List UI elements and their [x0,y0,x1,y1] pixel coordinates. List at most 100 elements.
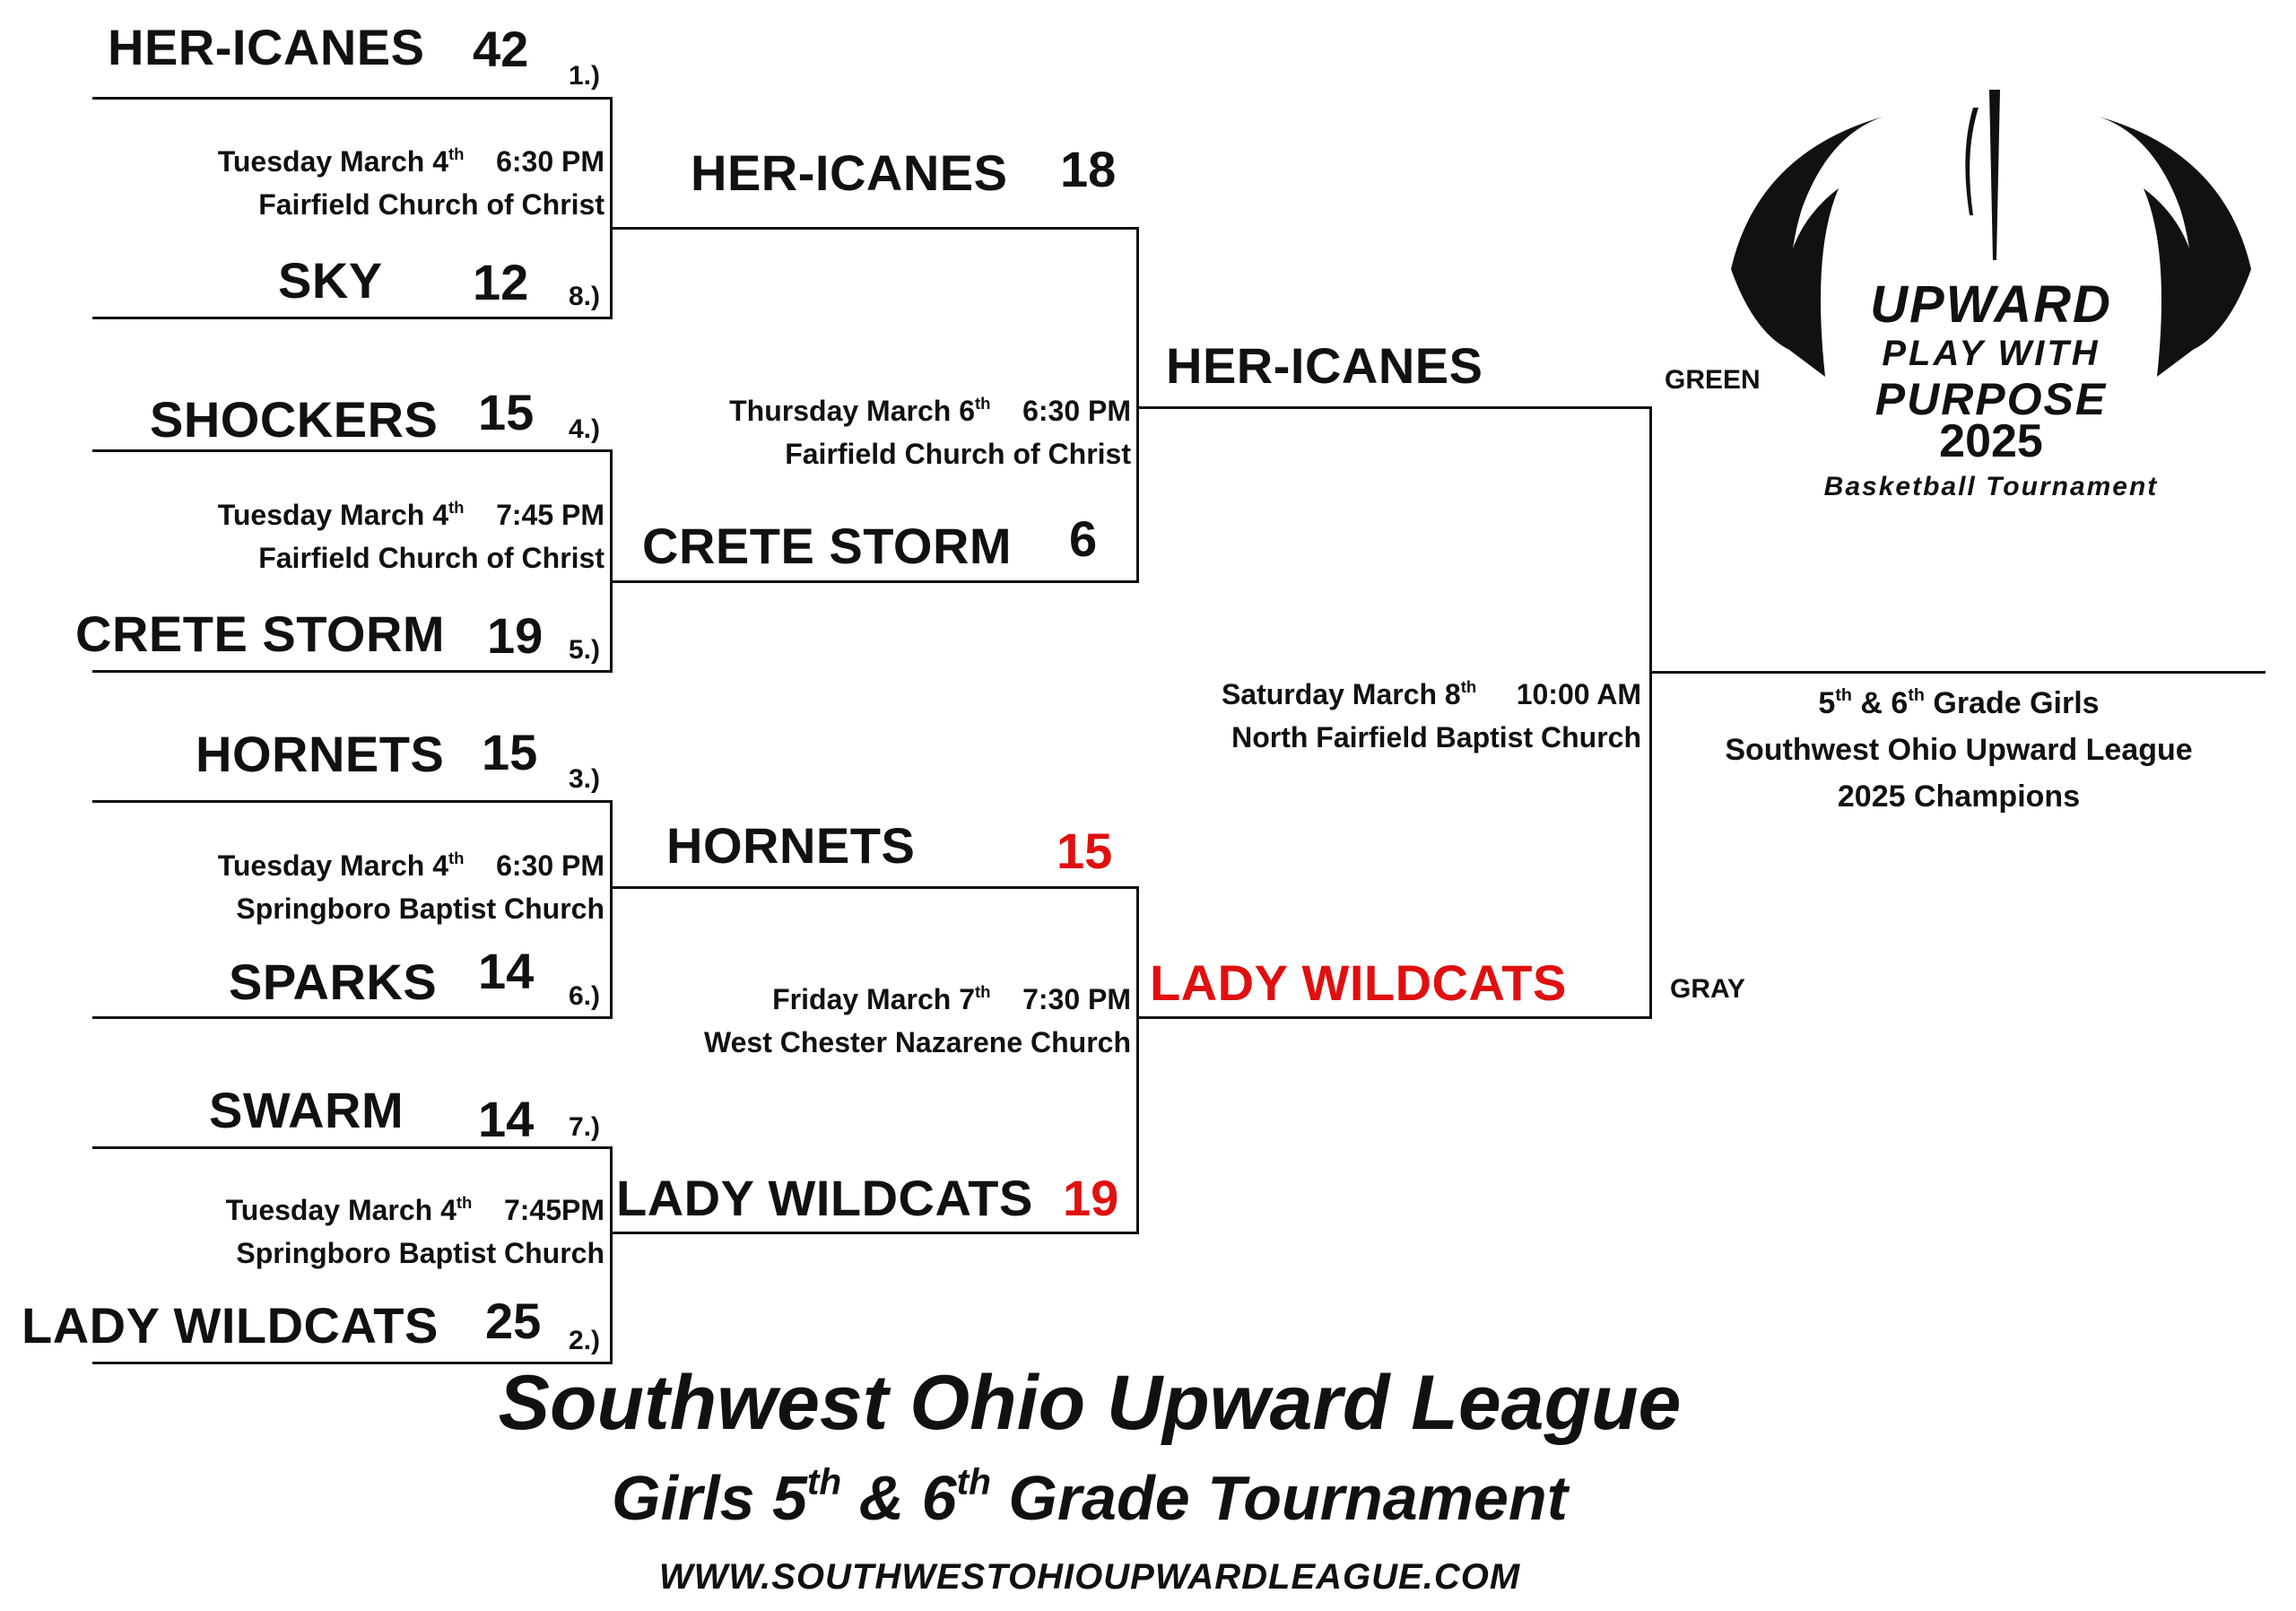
semi1-time: 6:30 PM [1022,395,1131,427]
r1-m4-bottom-line [92,1362,613,1364]
semi2-date: Friday March 7 [772,983,975,1015]
semi2-bottom-line [613,1232,1139,1234]
r1-m1-top-team: HER-ICANES [108,19,425,75]
r1-m1-vertical [610,97,613,319]
r1-m1-time: 6:30 PM [496,145,604,178]
r1-m2-bottom-line [92,670,613,673]
semi2-top-team: HORNETS [666,817,916,874]
r1-m3-bottom-line [92,1016,613,1019]
logo-brand: UPWARD [1870,275,2112,334]
logo-line-2: PURPOSE [1874,374,2108,424]
final-date: Saturday March 8 [1221,678,1461,710]
final-vertical [1649,406,1652,1019]
semi1-bottom-line [613,580,1139,583]
r1-m2-top-team: SHOCKERS [150,391,439,448]
r1-m4-top-line [92,1146,613,1149]
r1-m3-location: Springboro Baptist Church [236,893,604,925]
logo-line-1: PLAY WITH [1882,334,2100,373]
footer-title: Southwest Ohio Upward League [498,1360,1682,1446]
champion-line-2: Southwest Ohio Upward League [1725,733,2193,767]
r1-m3-time: 6:30 PM [496,849,604,882]
r1-m4-bottom-seed: 2.) [569,1326,601,1355]
r1-m3-top-seed: 3.) [569,764,601,794]
final-time: 10:00 AM [1516,678,1641,710]
upward-logo: UPWARD PLAY WITH PURPOSE 2025 Basketball… [1704,81,2278,511]
semi1-top-team: HER-ICANES [691,144,1008,201]
semi2-time: 7:30 PM [1022,983,1131,1015]
r1-m4-top-seed: 7.) [569,1112,601,1142]
r1-m1-bottom-score: 12 [473,254,529,310]
r1-m2-bottom-seed: 5.) [569,635,601,665]
r1-m1-top-line [92,97,613,100]
r1-m4-vertical [610,1146,613,1364]
semi2-info: Friday March 7th 7:30 PM West Chester Na… [704,978,1131,1064]
r1-m1-location: Fairfield Church of Christ [258,188,604,221]
r1-m3-info: Tuesday March 4th 6:30 PM Springboro Bap… [218,844,604,930]
semi1-top-line [613,227,1139,230]
r1-m4-date: Tuesday March 4 [225,1194,457,1226]
r1-m3-top-team: HORNETS [196,726,445,782]
r1-m3-top-score: 15 [482,724,538,780]
r1-m3-bottom-seed: 6.) [569,981,601,1011]
r1-m2-top-seed: 4.) [569,414,601,444]
champion-line-3: 2025 Champions [1837,779,2081,814]
r1-m1-top-score: 42 [473,21,529,77]
r1-m2-time: 7:45 PM [496,499,604,531]
r1-m1-info: Tuesday March 4th 6:30 PM Fairfield Chur… [218,140,604,226]
semi2-top-score: 15 [1057,823,1113,879]
footer-url: WWW.SOUTHWESTOHIOUPWARDLEAGUE.COM [658,1557,1521,1597]
basketball-swoosh-icon [1731,90,2251,377]
r1-m1-top-seed: 1.) [569,61,601,91]
logo-subtitle: Basketball Tournament [1823,472,2159,501]
champion-line-1: 5th & 6th Grade Girls [1818,685,2100,720]
r1-m4-location: Springboro Baptist Church [236,1237,604,1269]
r1-m1-bottom-team: SKY [278,252,383,309]
logo-year: 2025 [1939,415,2043,467]
semi1-location: Fairfield Church of Christ [785,438,1131,470]
semi1-top-score: 18 [1060,141,1117,197]
r1-m3-date: Tuesday March 4 [217,849,448,882]
semi1-bottom-score: 6 [1069,510,1098,567]
final-bottom-line [1139,1016,1652,1019]
final-location: North Fairfield Baptist Church [1231,721,1641,753]
final-bottom-color-label: GRAY [1670,974,1745,1004]
footer-subtitle: Girls 5th & 6th Grade Tournament [612,1460,1568,1533]
r1-m2-date: Tuesday March 4 [217,499,448,531]
final-top-line [1139,406,1652,409]
final-top-team: HER-ICANES [1166,337,1483,394]
semi1-vertical [1136,227,1139,583]
semi2-bottom-team: LADY WILDCATS [616,1170,1033,1226]
r1-m3-bottom-score: 14 [478,943,535,999]
champion-line [1652,671,2266,674]
r1-m2-top-score: 15 [478,384,535,440]
semi2-top-line [613,886,1139,889]
r1-m2-bottom-score: 19 [487,607,544,664]
r1-m4-info: Tuesday March 4th 7:45PM Springboro Bapt… [226,1189,604,1275]
r1-m2-vertical [610,449,613,673]
semi2-bottom-score: 19 [1063,1170,1119,1226]
semi1-bottom-team: CRETE STORM [642,518,1013,574]
r1-m4-time: 7:45PM [503,1194,604,1226]
r1-m1-bottom-seed: 8.) [569,282,601,311]
r1-m4-top-score: 14 [478,1091,535,1147]
r1-m2-location: Fairfield Church of Christ [258,542,604,574]
r1-m3-top-line [92,800,613,803]
semi2-vertical [1136,886,1139,1234]
semi1-date: Thursday March 6 [729,395,975,427]
r1-m2-bottom-team: CRETE STORM [75,605,446,662]
r1-m2-top-line [92,449,613,452]
r1-m4-top-team: SWARM [209,1082,404,1138]
r1-m4-bottom-score: 25 [485,1293,542,1349]
final-info: Saturday March 8th 10:00 AM North Fairfi… [1222,673,1641,759]
semi2-location: West Chester Nazarene Church [704,1026,1131,1058]
final-bottom-team: LADY WILDCATS [1150,954,1567,1011]
r1-m4-bottom-team: LADY WILDCATS [22,1297,439,1354]
r1-m1-bottom-line [92,317,613,319]
r1-m2-info: Tuesday March 4th 7:45 PM Fairfield Chur… [218,493,604,579]
r1-m3-bottom-team: SPARKS [229,954,438,1010]
champion-caption: 5th & 6th Grade Girls Southwest Ohio Upw… [1652,680,2266,820]
r1-m1-date: Tuesday March 4 [217,145,448,178]
final-top-color-label: GREEN [1665,365,1761,395]
r1-m3-vertical [610,800,613,1019]
semi1-info: Thursday March 6th 6:30 PM Fairfield Chu… [729,389,1131,475]
